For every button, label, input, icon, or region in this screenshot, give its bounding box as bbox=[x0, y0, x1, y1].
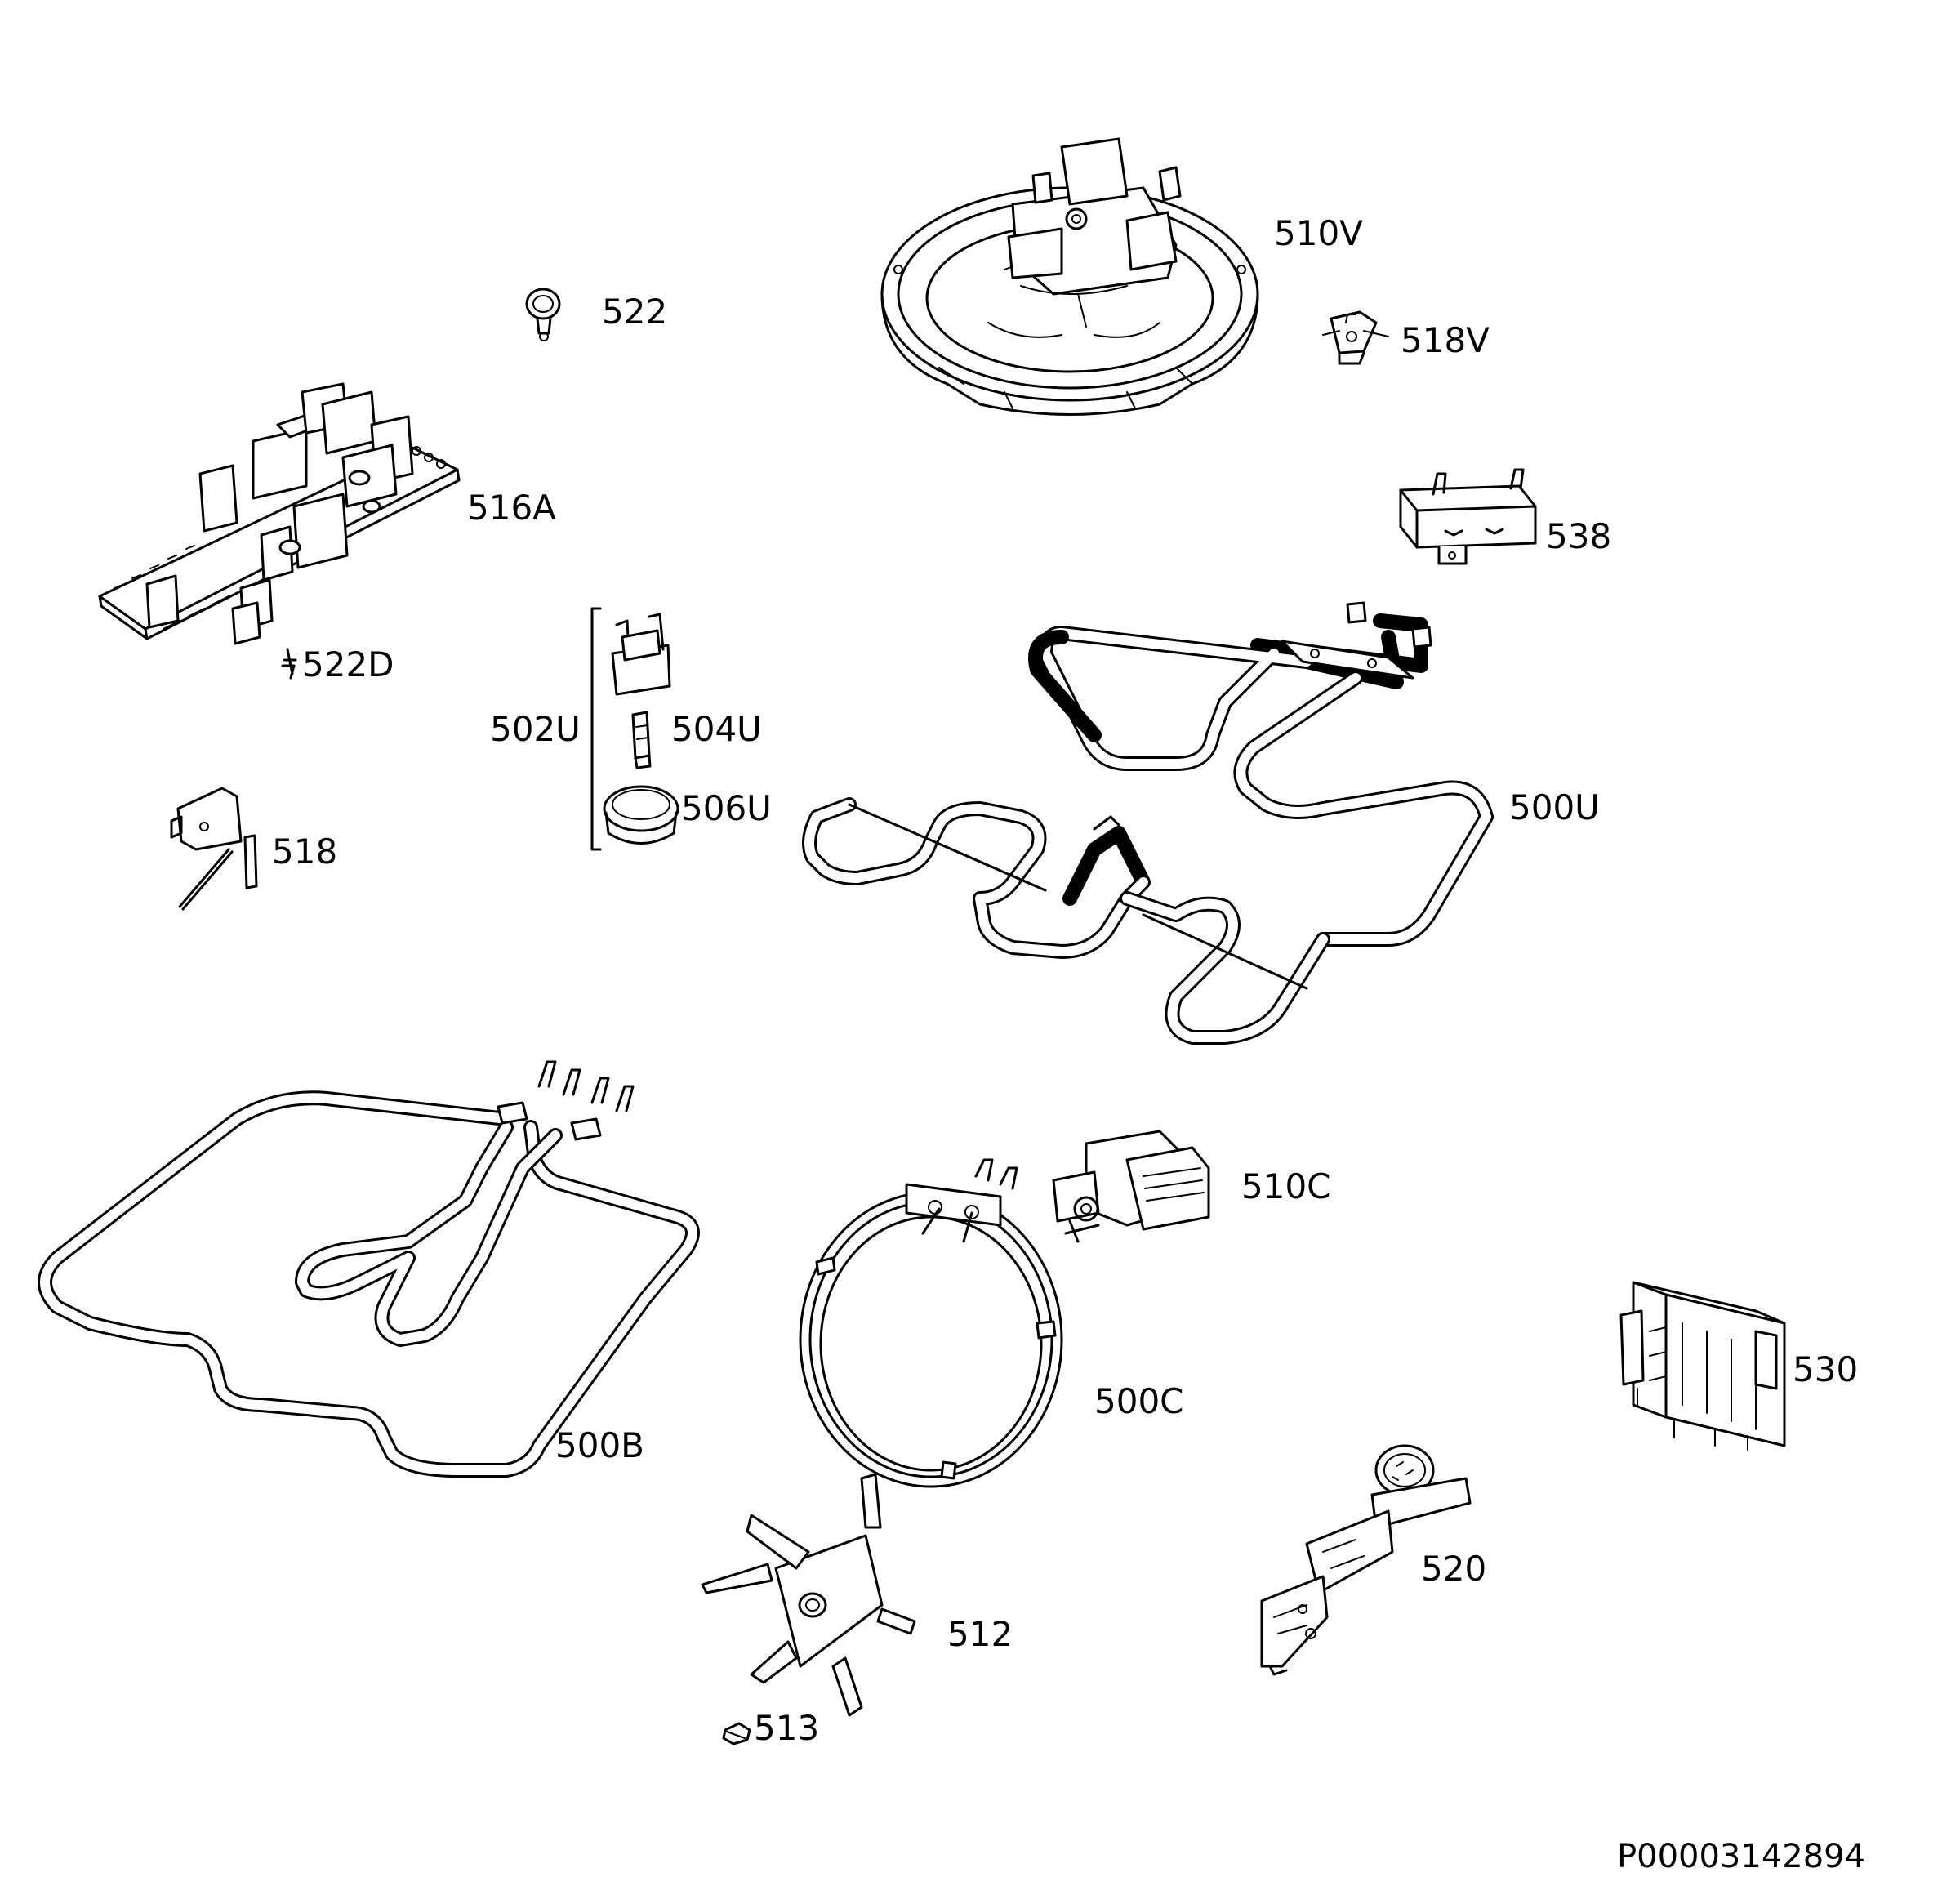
safety-thermostat-drawing bbox=[170, 787, 258, 911]
label-510C: 510C bbox=[1241, 1166, 1331, 1206]
thermostat-drawing bbox=[1322, 310, 1389, 365]
lamp-bulb-drawing bbox=[631, 711, 652, 769]
upper-heating-element-drawing bbox=[802, 601, 1494, 1045]
timer-drawing bbox=[1260, 1444, 1472, 1676]
label-538: 538 bbox=[1546, 516, 1611, 556]
lamp-cover-drawing bbox=[603, 785, 679, 845]
clip-drawing bbox=[525, 288, 561, 341]
label-500U: 500U bbox=[1509, 787, 1600, 827]
lamp-group-bracket bbox=[590, 607, 602, 851]
label-513: 513 bbox=[754, 1708, 819, 1748]
fan-motor-assembly-drawing bbox=[880, 137, 1259, 416]
label-518: 518 bbox=[272, 831, 337, 872]
reference-code: P00003142894 bbox=[1617, 1838, 1865, 1875]
label-530: 530 bbox=[1793, 1349, 1858, 1389]
selector-switch-drawing bbox=[1619, 1281, 1786, 1451]
fan-blade-drawing bbox=[701, 1473, 916, 1717]
label-522: 522 bbox=[602, 292, 667, 332]
label-520: 520 bbox=[1421, 1549, 1486, 1589]
label-512: 512 bbox=[947, 1614, 1013, 1654]
label-522D: 522D bbox=[302, 644, 394, 684]
bottom-heating-element-drawing bbox=[38, 1060, 700, 1478]
small-fuse-drawing bbox=[281, 648, 297, 680]
terminal-block-drawing bbox=[1399, 468, 1537, 565]
label-500B: 500B bbox=[555, 1425, 644, 1465]
label-518V: 518V bbox=[1401, 320, 1490, 360]
label-516A: 516A bbox=[467, 488, 556, 528]
circuit-board-drawing bbox=[98, 382, 461, 645]
lamp-holder-drawing bbox=[611, 613, 671, 696]
circular-heating-element-drawing bbox=[799, 1158, 1063, 1488]
label-504U: 504U bbox=[671, 709, 762, 749]
label-510V: 510V bbox=[1274, 213, 1363, 253]
label-506U: 506U bbox=[681, 788, 772, 828]
label-502U: 502U bbox=[490, 709, 581, 749]
label-500C: 500C bbox=[1094, 1381, 1184, 1421]
fan-nut-drawing bbox=[722, 1722, 751, 1745]
cooling-fan-motor-drawing bbox=[1052, 1130, 1210, 1243]
